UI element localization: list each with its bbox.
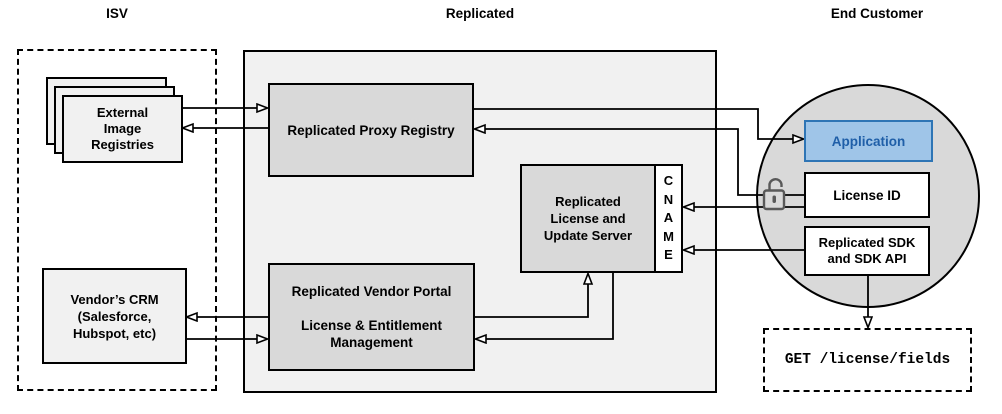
external-image-registries: External Image Registries xyxy=(62,95,183,163)
api-request-box: GET /license/fields xyxy=(763,328,972,392)
replicated-vendor-portal: Replicated Vendor Portal License & Entit… xyxy=(268,263,475,371)
replicated-sdk: Replicated SDK and SDK API xyxy=(804,226,930,276)
lane-label-end-customer: End Customer xyxy=(830,6,924,21)
replicated-proxy-registry: Replicated Proxy Registry xyxy=(268,83,474,177)
unlocked-padlock-icon xyxy=(762,178,786,211)
vendors-crm: Vendor’s CRM (Salesforce, Hubspot, etc) xyxy=(42,268,187,364)
cname-label: C N A M E xyxy=(654,164,683,273)
isv-boundary xyxy=(17,49,217,391)
license-id: License ID xyxy=(804,172,930,218)
api-request-text: GET /license/fields xyxy=(784,351,951,368)
application: Application xyxy=(804,120,933,162)
replicated-license-update-server: Replicated License and Update Server xyxy=(520,164,656,273)
lane-label-replicated: Replicated xyxy=(445,6,515,21)
lane-label-isv: ISV xyxy=(106,6,128,21)
